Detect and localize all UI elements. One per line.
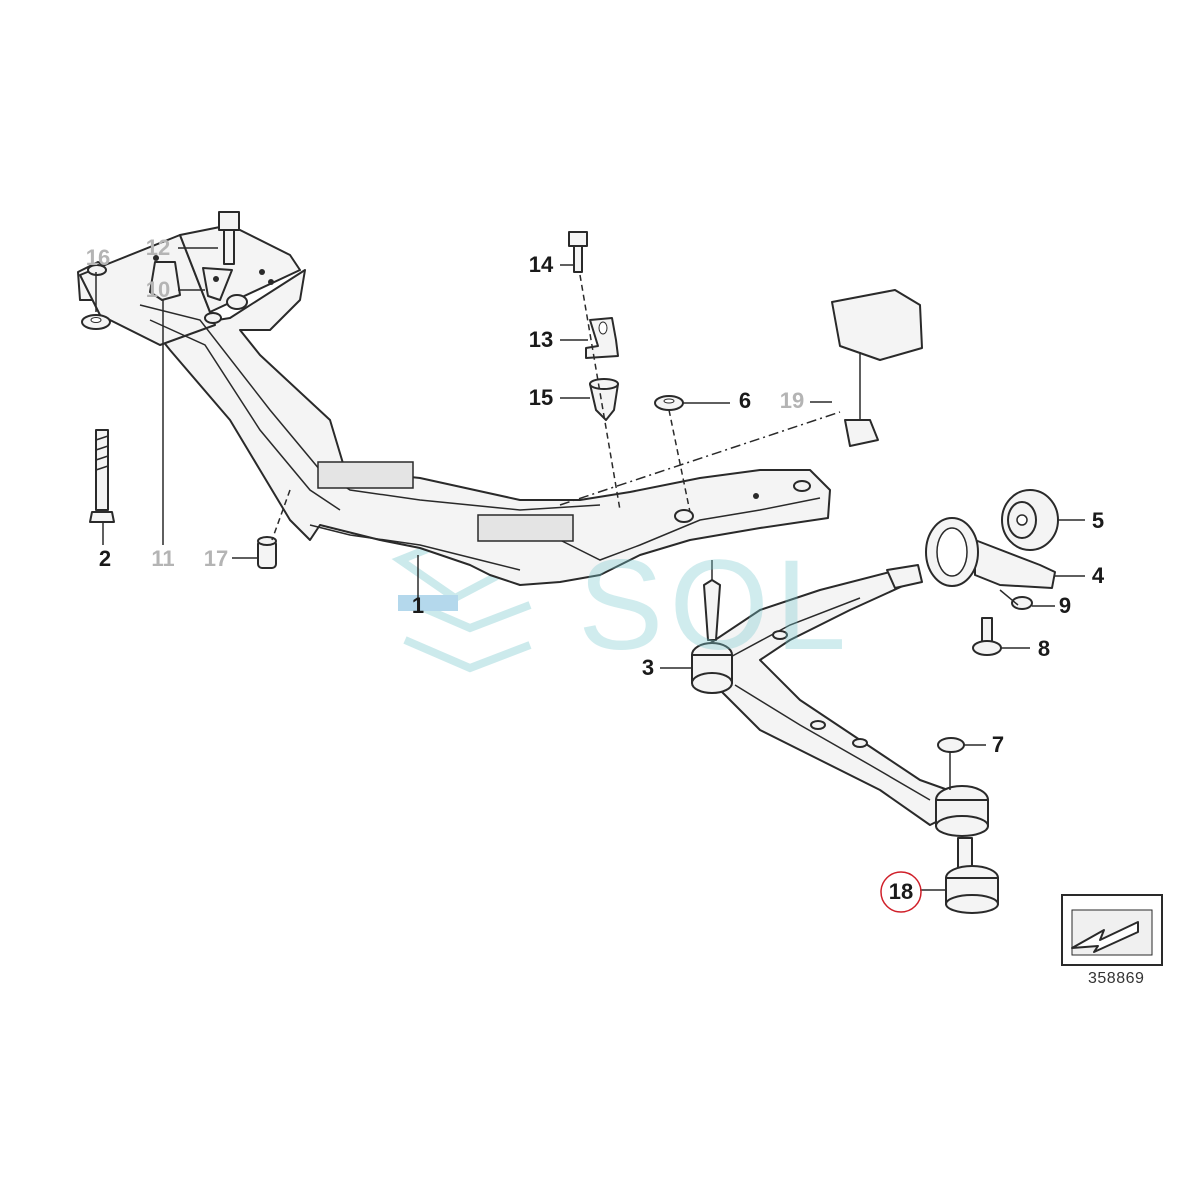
bolt-part-8 bbox=[972, 617, 1002, 656]
watermark-text: SOL bbox=[578, 534, 853, 677]
callout-6: 6 bbox=[738, 388, 752, 413]
nut-part-6 bbox=[654, 395, 684, 411]
callout-16: 16 bbox=[85, 245, 111, 270]
highlight-circle bbox=[880, 871, 922, 913]
clip-part-11 bbox=[149, 261, 181, 301]
bracket-part-4 bbox=[925, 517, 1056, 589]
callout-10: 10 bbox=[145, 277, 171, 302]
callout-3: 3 bbox=[641, 655, 655, 680]
callout-18: 18 bbox=[888, 879, 914, 904]
callout-15: 15 bbox=[528, 385, 554, 410]
orientation-arrow-icon bbox=[1061, 894, 1163, 966]
callout-11: 11 bbox=[151, 546, 175, 571]
callout-13: 13 bbox=[528, 327, 554, 352]
washer-part-9 bbox=[1011, 596, 1033, 610]
nut-part-16 bbox=[81, 314, 111, 330]
callout-9: 9 bbox=[1058, 593, 1072, 618]
bolt-part-2 bbox=[89, 429, 115, 523]
callout-7: 7 bbox=[991, 732, 1005, 757]
callout-19: 19 bbox=[779, 388, 805, 413]
control-arm-part-3 bbox=[691, 564, 989, 837]
callout-8: 8 bbox=[1037, 636, 1051, 661]
ball-joint-part-18 bbox=[945, 837, 999, 914]
callout-12: 12 bbox=[145, 235, 171, 260]
bushing-part-5 bbox=[1001, 489, 1059, 551]
callout-1: 1 bbox=[411, 593, 425, 618]
callout-5: 5 bbox=[1091, 508, 1105, 533]
screw-part-14 bbox=[568, 231, 588, 273]
screw-part-12 bbox=[218, 211, 240, 265]
nut-part-7 bbox=[937, 737, 965, 753]
leader-lines bbox=[95, 247, 1085, 891]
bracket-part-13 bbox=[585, 317, 619, 359]
mount-part-19 bbox=[831, 289, 923, 447]
diagram-number: 358869 bbox=[1088, 970, 1145, 987]
clip-part-15 bbox=[589, 378, 619, 421]
callout-4: 4 bbox=[1091, 563, 1105, 588]
sleeve-part-17 bbox=[257, 536, 277, 569]
callout-17: 17 bbox=[203, 546, 229, 571]
callout-14: 14 bbox=[528, 252, 554, 277]
callout-2: 2 bbox=[98, 546, 112, 571]
plate-part-10 bbox=[202, 267, 233, 301]
subframe-part-1 bbox=[77, 224, 831, 586]
